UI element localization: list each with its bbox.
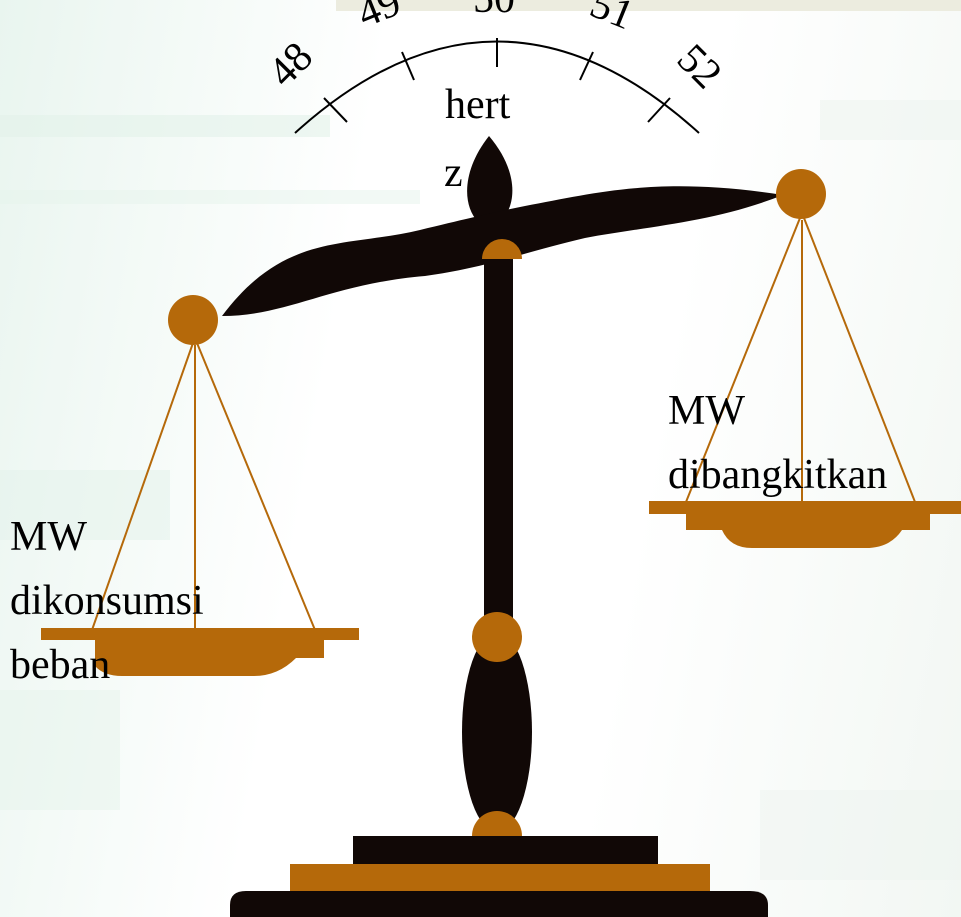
base-top-step bbox=[353, 836, 658, 864]
left-pan-label-line2: dikonsumsi bbox=[10, 578, 204, 624]
left-pan-label-line3: beban bbox=[10, 642, 110, 688]
column-collar-upper bbox=[472, 612, 522, 662]
right-pan-label-line2: dibangkitkan bbox=[668, 452, 887, 498]
column-bulb bbox=[462, 632, 532, 832]
frequency-needle bbox=[467, 136, 513, 222]
left-pan-plate bbox=[41, 628, 359, 640]
base-middle-step bbox=[290, 864, 710, 891]
column-collar-lower bbox=[472, 811, 522, 836]
right-pan-hook bbox=[776, 169, 826, 219]
right-pan-strings bbox=[685, 217, 916, 503]
left-pan-hook bbox=[168, 295, 218, 345]
dial-label-50: 50 bbox=[473, 0, 515, 22]
dial-label-52: 52 bbox=[668, 36, 730, 98]
left-pan-strings bbox=[91, 342, 316, 631]
top-band bbox=[336, 0, 961, 11]
dial-unit-label: hert bbox=[445, 82, 511, 128]
right-pan-label-line1: MW bbox=[668, 388, 745, 434]
dial-label-51: 51 bbox=[584, 0, 640, 39]
left-pan-bowl bbox=[95, 640, 324, 676]
dial-label-48: 48 bbox=[260, 34, 322, 96]
dial-tick-48 bbox=[323, 97, 348, 123]
dial-tick-marks bbox=[323, 38, 671, 123]
dial-tick-52 bbox=[647, 97, 671, 123]
pivot-knob bbox=[482, 239, 522, 259]
base-bottom-step bbox=[230, 891, 768, 917]
dial-label-49: 49 bbox=[351, 0, 407, 37]
dial-tick-51 bbox=[579, 51, 594, 81]
center-post bbox=[484, 258, 513, 638]
right-pan-plate bbox=[649, 501, 961, 514]
dial-tick-49 bbox=[401, 51, 415, 81]
left-pan-label-line1: MW bbox=[10, 514, 87, 560]
right-pan-bowl bbox=[686, 514, 930, 548]
dial-unit-label-continued: z bbox=[444, 150, 463, 196]
